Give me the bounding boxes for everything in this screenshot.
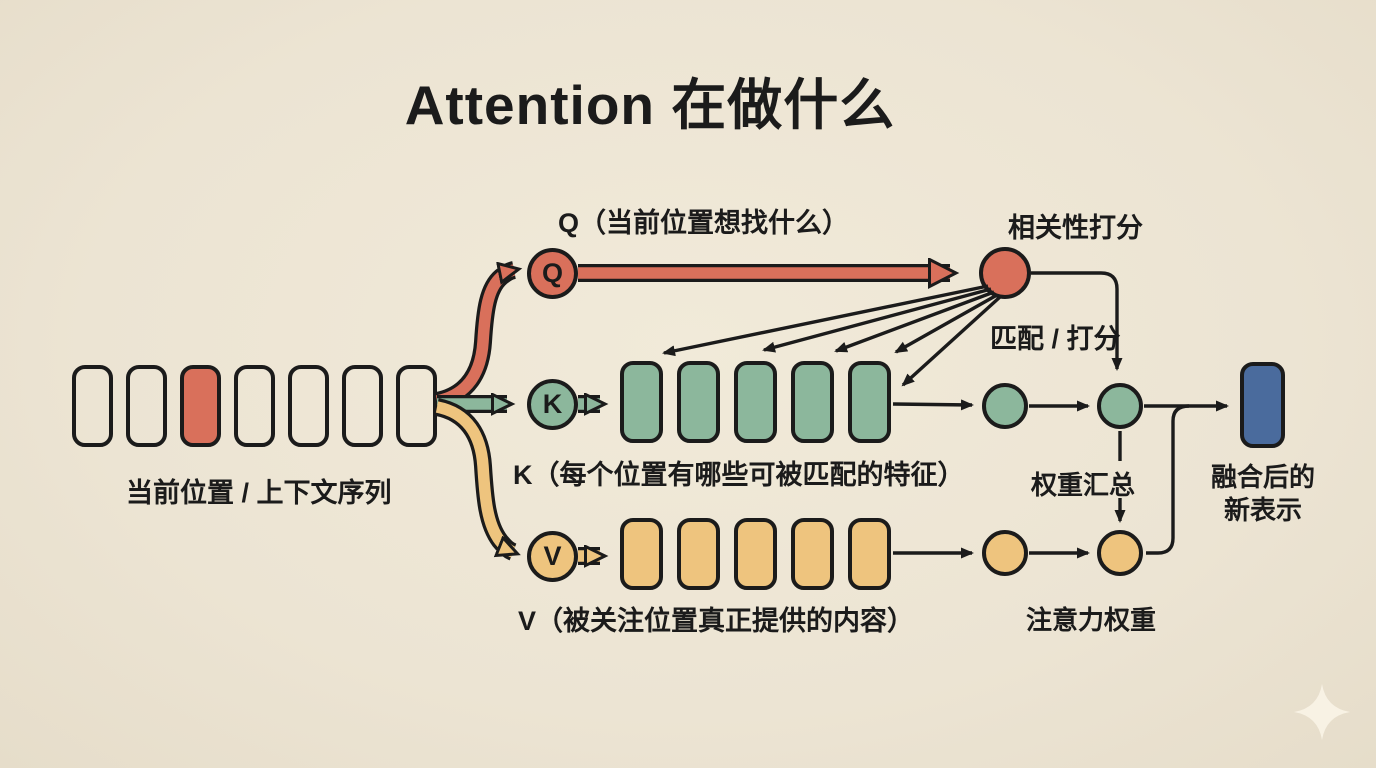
score-node-2 <box>1097 383 1143 429</box>
sequence-label: 当前位置 / 上下文序列 <box>126 478 392 508</box>
output-label-line2: 新表示 <box>1223 495 1302 526</box>
page-title: Attention 在做什么 <box>404 74 896 136</box>
k-node: K <box>527 379 578 430</box>
attention-weight-label: 注意力权重 <box>1026 605 1157 635</box>
key-box <box>677 361 720 443</box>
token-sequence <box>72 365 437 447</box>
key-box <box>620 361 663 443</box>
key-box <box>791 361 834 443</box>
value-content-boxes <box>620 518 891 590</box>
key-box <box>734 361 777 443</box>
k-caption: K（每个位置有哪些可被匹配的特征） <box>513 460 965 490</box>
context-token <box>342 365 383 447</box>
current-position-token <box>180 365 221 447</box>
context-token <box>288 365 329 447</box>
weight-sum-label: 权重汇总 <box>1031 470 1136 500</box>
weight-node-2 <box>1097 530 1143 576</box>
value-box <box>734 518 777 590</box>
weight-node-1 <box>982 530 1028 576</box>
context-token <box>234 365 275 447</box>
output-label-line1: 融合后的 <box>1210 462 1315 492</box>
key-box <box>848 361 891 443</box>
k-node-letter: K <box>542 389 563 419</box>
q-node: Q <box>527 248 578 299</box>
fused-output-token <box>1240 362 1285 448</box>
value-box <box>848 518 891 590</box>
match-score-label: 匹配 / 打分 <box>990 324 1121 354</box>
v-node: V <box>527 531 578 582</box>
value-box <box>620 518 663 590</box>
q-caption: Q（当前位置想找什么） <box>558 208 850 238</box>
value-box <box>677 518 720 590</box>
q-node-letter: Q <box>541 258 563 288</box>
v-node-letter: V <box>543 541 562 571</box>
context-token <box>72 365 113 447</box>
relevance-score-label: 相关性打分 <box>1008 213 1143 243</box>
output-label: 融合后的 新表示 <box>1198 461 1328 528</box>
score-node-1 <box>982 383 1028 429</box>
v-caption: V（被关注位置真正提供的内容） <box>518 606 915 636</box>
key-feature-boxes <box>620 361 891 443</box>
context-token <box>126 365 167 447</box>
value-box <box>791 518 834 590</box>
